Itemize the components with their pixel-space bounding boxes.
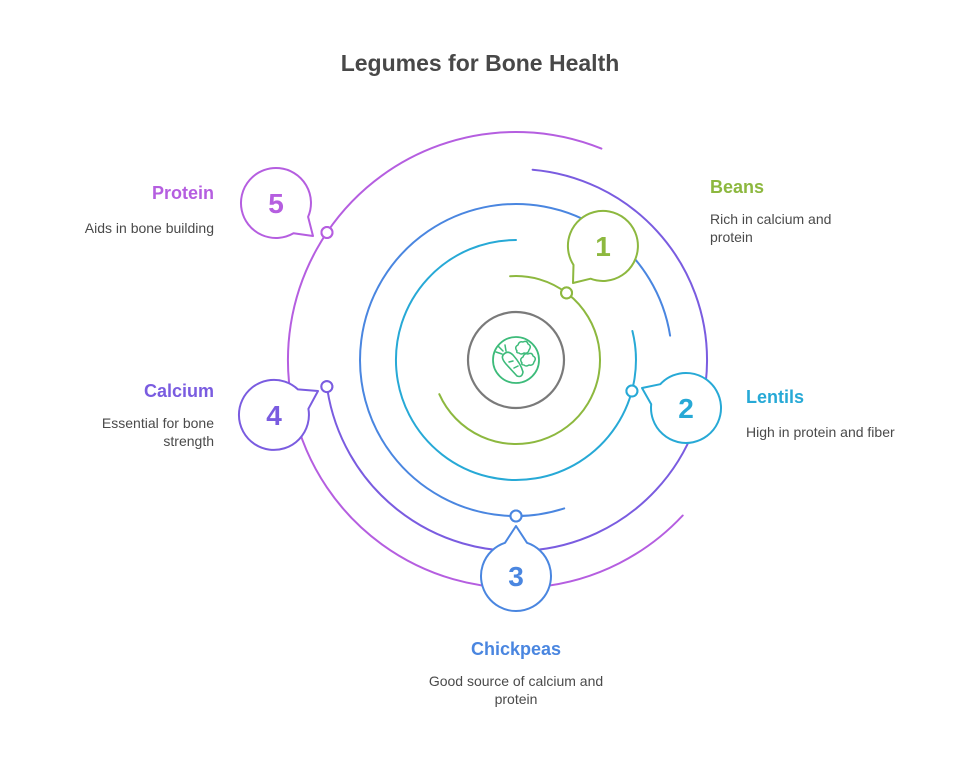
center-icon-ring bbox=[492, 336, 540, 384]
beans-callout bbox=[566, 210, 639, 284]
protein-marker bbox=[320, 226, 334, 240]
chickpeas-marker bbox=[509, 509, 523, 523]
beans-marker bbox=[560, 286, 574, 300]
diagram-title: Legumes for Bone Health bbox=[340, 50, 620, 76]
beans-number: 1 bbox=[595, 231, 611, 262]
calcium-marker bbox=[320, 380, 334, 394]
lentils-marker bbox=[625, 384, 639, 398]
calcium-arc bbox=[326, 168, 709, 552]
lentils-description: High in protein and fiber bbox=[746, 424, 895, 440]
beans-arc bbox=[438, 275, 602, 445]
chickpeas-callout bbox=[480, 525, 552, 612]
beans-label: Beans bbox=[710, 177, 765, 197]
calcium-callout bbox=[237, 378, 319, 451]
carrot-leaves-icon bbox=[495, 344, 519, 369]
lentils-callout bbox=[641, 371, 722, 444]
beans-description: Rich in calcium and protein bbox=[710, 211, 832, 245]
chickpeas-label: Chickpeas bbox=[470, 639, 562, 659]
calcium-label: Calcium bbox=[143, 381, 214, 401]
calcium-number: 4 bbox=[266, 400, 282, 431]
carrot-icon bbox=[501, 351, 524, 378]
chickpeas-number: 3 bbox=[508, 561, 524, 592]
protein-description: Aids in bone building bbox=[84, 220, 214, 236]
broccoli-floret-icon bbox=[519, 352, 537, 367]
lentils-label: Lentils bbox=[746, 387, 805, 407]
center-ring bbox=[466, 310, 566, 410]
protein-arc bbox=[287, 130, 684, 589]
lentils-number: 2 bbox=[678, 393, 694, 424]
calcium-description: Essential for bone strength bbox=[101, 415, 214, 449]
protein-number: 5 bbox=[268, 188, 284, 219]
protein-callout bbox=[239, 167, 314, 239]
protein-label: Protein bbox=[151, 183, 214, 203]
broccoli-floret-icon bbox=[514, 340, 532, 355]
chickpeas-description: Good source of calcium and protein bbox=[428, 673, 604, 707]
lentils-arc bbox=[394, 239, 637, 481]
